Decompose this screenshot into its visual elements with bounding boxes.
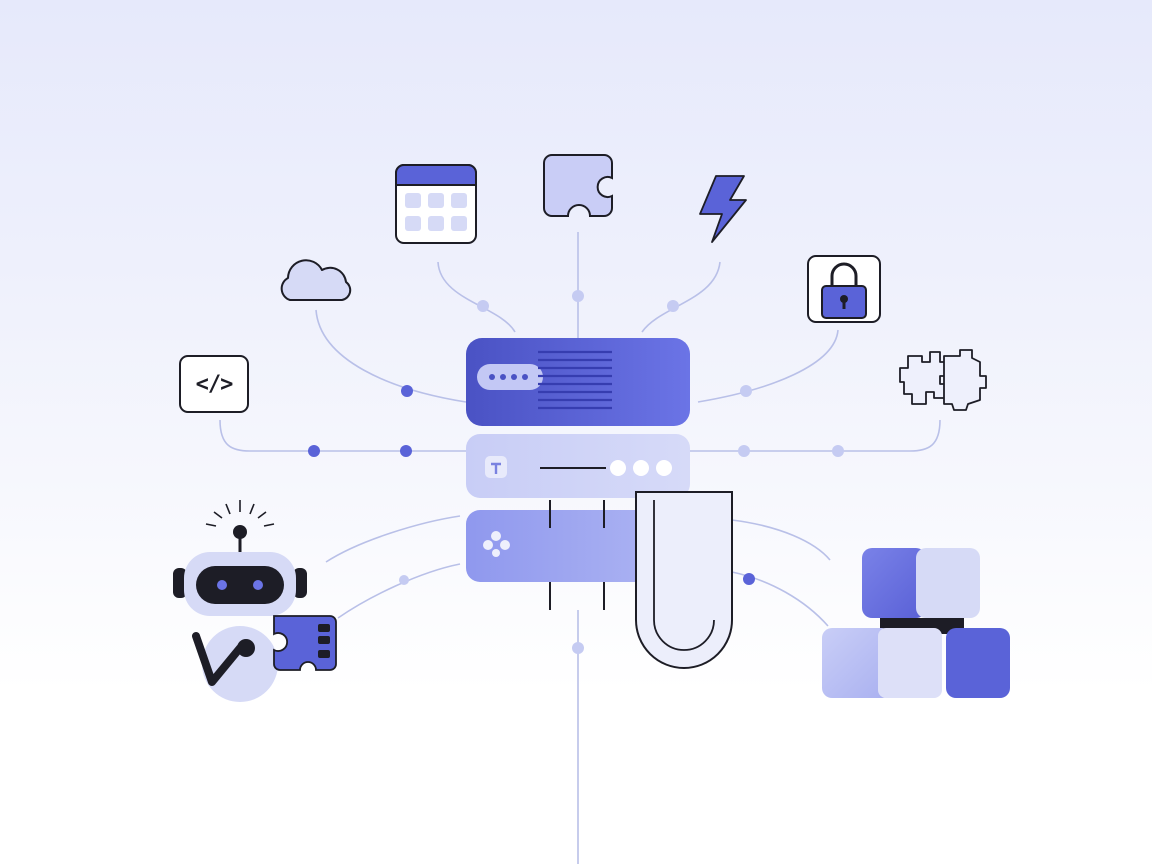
connector-dot [667,300,679,312]
building-blocks-icon [822,548,1010,698]
connector-dot [738,445,750,457]
lightning-bolt-icon [699,175,747,243]
robot-sparkle [205,500,275,527]
server-top-pill [477,364,543,390]
robot-icon [173,500,337,702]
server-cables [549,500,605,610]
connector-dot [477,300,489,312]
server-stack-icon [466,338,733,669]
connector-blocks-lower [731,571,829,627]
padlock-icon [807,255,881,323]
connector-padlock [697,329,839,403]
server-middle-led [656,460,672,476]
connector-gears [690,419,941,452]
connector-dot-accent [743,573,755,585]
connector-dot-accent [401,385,413,397]
server-middle-led [610,460,626,476]
connector-dot [740,385,752,397]
connector-calendar [437,261,516,333]
connector-dot [572,642,584,654]
connector-dot [572,290,584,302]
calendar-grid-icon [395,164,477,244]
server-bottom-cross-icon [483,531,510,557]
server-middle-led [633,460,649,476]
puzzle-piece-icon [543,154,613,217]
connector-lightning [641,261,721,333]
connector-dot [832,445,844,457]
cloud-icon [280,259,352,301]
connector-blocks-upper [731,519,831,561]
gears-icon [899,349,987,411]
connector-dot [399,575,409,585]
connector-code [219,419,466,452]
server-bottom [466,510,690,582]
connector-robot-lower [337,563,461,619]
connector-dot-accent [308,445,320,457]
server-top [466,338,690,426]
code-brackets-icon [179,355,249,413]
server-middle [466,434,690,498]
connector-robot-upper [325,515,461,563]
connector-dot-accent [400,445,412,457]
server-top-vent-lines [538,350,612,410]
connector-cloud [315,309,467,403]
connector-dots [308,290,844,654]
shield-shape [635,491,733,669]
